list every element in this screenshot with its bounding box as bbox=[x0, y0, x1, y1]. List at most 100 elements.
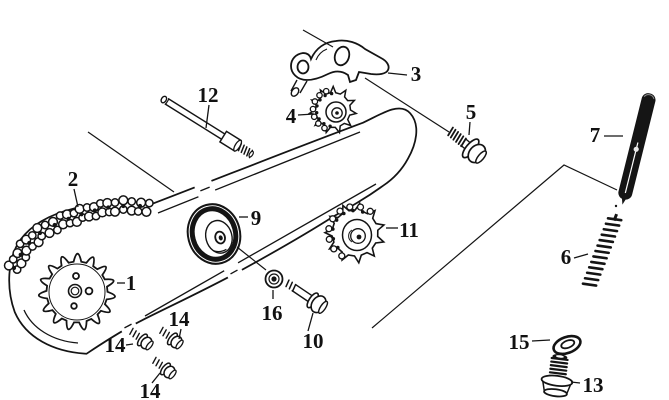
sprocket-tooth-bead bbox=[366, 207, 374, 215]
sprocket-tooth-bead bbox=[336, 245, 340, 250]
sprocket-tooth-bead bbox=[325, 225, 333, 233]
sprocket-tooth-bead bbox=[311, 98, 319, 105]
leader-10 bbox=[307, 312, 314, 332]
chain-link bbox=[52, 222, 57, 228]
leader-14b bbox=[178, 328, 182, 340]
chain-link bbox=[52, 225, 62, 235]
chain-band-accent-upper bbox=[157, 131, 361, 214]
leader-4 bbox=[297, 113, 315, 116]
chain-band-accent-lower bbox=[144, 183, 377, 317]
part-label-5: 5 bbox=[466, 100, 477, 124]
part-label-16: 16 bbox=[262, 301, 283, 325]
debris-dot bbox=[614, 204, 618, 208]
part-label-1: 1 bbox=[126, 271, 137, 295]
part-label-3: 3 bbox=[411, 62, 422, 86]
leader-13 bbox=[570, 381, 581, 384]
chain-link bbox=[18, 252, 23, 257]
chain-link bbox=[37, 230, 43, 236]
chain-link bbox=[92, 208, 97, 213]
sprocket-hole bbox=[70, 302, 78, 310]
chain-link bbox=[16, 258, 27, 269]
chain-break-gap bbox=[115, 312, 141, 340]
chain-link bbox=[118, 195, 129, 206]
sprocket-tooth-bead bbox=[330, 245, 338, 253]
sprocket-tooth-bead bbox=[331, 227, 335, 231]
part-15-sealing-washer bbox=[552, 334, 582, 356]
sprocket-tooth-bead bbox=[329, 215, 337, 223]
chain-link bbox=[141, 206, 152, 217]
sprocket-tooth-bead bbox=[329, 91, 334, 96]
guide-line-left bbox=[87, 131, 175, 193]
label-leader-lines bbox=[73, 72, 623, 384]
part-16-washer bbox=[264, 269, 284, 289]
chain-link bbox=[137, 203, 143, 209]
sprocket-center-hole bbox=[67, 283, 83, 299]
part-label-13: 13 bbox=[583, 373, 604, 397]
part-label-14a: 14 bbox=[105, 333, 127, 357]
part-3-guide-bracket bbox=[290, 39, 390, 97]
part-6-tensioner-spring bbox=[581, 213, 623, 287]
bracket-pivot-hole bbox=[296, 59, 310, 75]
sprocket-tooth-bead bbox=[360, 210, 365, 214]
bracket-pointer-line bbox=[302, 29, 334, 48]
chain-link bbox=[66, 216, 71, 221]
part-label-7: 7 bbox=[590, 123, 601, 147]
part-14-bolt-a bbox=[129, 327, 154, 351]
part-13-sealing-bolt bbox=[540, 354, 574, 398]
chain-link bbox=[44, 227, 55, 239]
part-11-timing-sprocket bbox=[323, 201, 386, 265]
sprocket-tooth-bead bbox=[315, 111, 319, 115]
part-label-4: 4 bbox=[286, 104, 297, 128]
chain-link bbox=[110, 198, 120, 207]
chain-link bbox=[133, 206, 143, 216]
part-7-tensioner-push-rod bbox=[618, 93, 656, 205]
part-label-12: 12 bbox=[198, 83, 219, 107]
part-label-14b: 14 bbox=[169, 307, 191, 331]
chain-link bbox=[109, 206, 121, 217]
part-label-9: 9 bbox=[251, 206, 262, 230]
chain-link bbox=[144, 198, 154, 208]
sprocket-tooth-bead bbox=[328, 124, 332, 128]
sprocket-tooth-bead bbox=[314, 120, 322, 127]
sprocket-tooth-bead bbox=[322, 87, 330, 95]
sprocket-tooth-bead bbox=[318, 98, 322, 102]
leader-6 bbox=[573, 253, 589, 259]
part-label-15: 15 bbox=[509, 330, 530, 354]
part-14-bolt-b bbox=[159, 326, 184, 350]
part-label-6: 6 bbox=[561, 245, 572, 269]
sprocket-tooth-bead bbox=[315, 104, 319, 108]
bracket-to-bolt5-axis bbox=[364, 77, 450, 133]
part-labels: 1 2 3 4 5 6 7 9 10 11 12 13 14 14 14 15 … bbox=[68, 62, 604, 400]
chain-link bbox=[3, 260, 15, 271]
part-label-2: 2 bbox=[68, 167, 79, 191]
sprocket-tooth-bead bbox=[342, 211, 346, 216]
chain-link bbox=[32, 222, 43, 234]
chain-band-accent-bottom bbox=[23, 309, 79, 344]
part-4-idler-sprocket bbox=[307, 84, 359, 135]
sprocket-tooth-bead bbox=[322, 122, 326, 126]
sprocket-tooth-bead bbox=[316, 91, 323, 99]
leader-12 bbox=[205, 104, 210, 129]
chain-link bbox=[121, 203, 126, 209]
bracket-pivot-barrel bbox=[290, 79, 308, 94]
chain-break-gap bbox=[221, 258, 247, 286]
part-1-cam-sprocket bbox=[37, 252, 116, 331]
bracket-slot-hole bbox=[333, 45, 351, 67]
sprocket-tooth-bead bbox=[334, 218, 339, 222]
leader-3 bbox=[387, 72, 408, 76]
chain-link bbox=[40, 220, 50, 230]
sprocket-tooth-bead bbox=[325, 235, 333, 243]
sprocket-hole bbox=[84, 286, 94, 296]
part-label-10: 10 bbox=[303, 329, 324, 353]
part-14-bolt-c bbox=[152, 356, 177, 380]
chain-link bbox=[127, 196, 137, 206]
sprocket-tooth-bead bbox=[356, 203, 365, 211]
chain-link bbox=[27, 240, 32, 246]
leader-2 bbox=[73, 188, 79, 208]
chain-link bbox=[11, 265, 17, 271]
leader-14c bbox=[151, 372, 161, 384]
sprocket-tooth-bead bbox=[309, 105, 317, 113]
sprocket-tooth-bead bbox=[310, 113, 318, 121]
sprocket-tooth-bead bbox=[338, 252, 346, 260]
